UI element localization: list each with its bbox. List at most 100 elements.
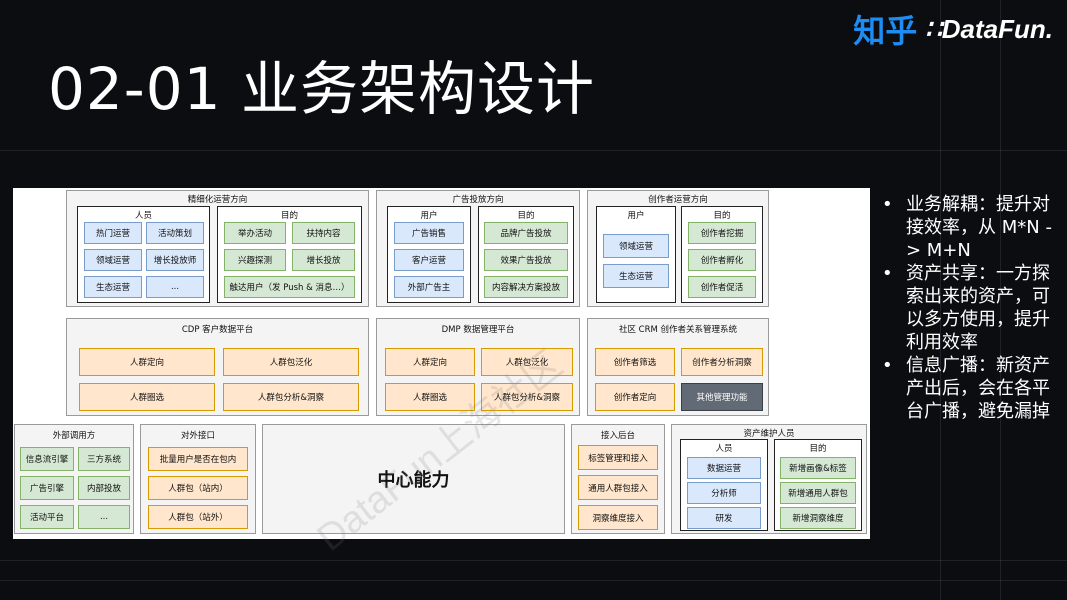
goal-item: 触达用户（发 Push & 消息…）	[224, 276, 355, 298]
capability-item: 其他管理功能	[681, 383, 763, 411]
users-group: 用户 领域运营 生态运营	[596, 206, 676, 303]
caller-item: 内部投放	[78, 476, 130, 500]
goal-item: 兴趣探测	[224, 249, 286, 271]
capability-item: 人群包分析&洞察	[481, 383, 573, 411]
capability-item: 人群定向	[385, 348, 475, 376]
people-group: 人员 数据运营 分析师 研发	[680, 439, 768, 531]
platform-title: CDP 客户数据平台	[181, 325, 254, 335]
caller-item: 信息流引擎	[20, 447, 74, 471]
goal-item: 创作者挖掘	[688, 222, 756, 244]
bullet-text: 业务解耦：提升对接效率，从 M*N -> M+N	[906, 194, 1052, 261]
platform-title: DMP 数据管理平台	[441, 325, 515, 335]
capability-item: 人群包分析&洞察	[223, 383, 359, 411]
caller-item: 广告引擎	[20, 476, 74, 500]
crm-platform: 社区 CRM 创作者关系管理系统 创作者筛选 创作者分析洞察 创作者定向 其他管…	[587, 318, 769, 416]
zhihu-logo: 知乎	[853, 12, 918, 50]
datafun-logo: ∷DataFun.	[925, 13, 1053, 44]
user-item: 领域运营	[603, 234, 669, 258]
people-item: 增长投放师	[146, 249, 204, 271]
capability-item: 人群定向	[79, 348, 215, 376]
bullet-text: 信息广播：新资产产出后，会在各平台广播，避免漏掉	[906, 355, 1050, 422]
section-title: 对外接口	[180, 431, 215, 441]
api-item: 人群包（站外）	[148, 505, 248, 529]
goal-item: 新增洞察维度	[780, 507, 856, 529]
section-title: 资产维护人员	[743, 429, 795, 439]
group-title: 人员	[715, 444, 733, 454]
goal-item: 内容解决方案投放	[484, 276, 568, 298]
capability-item: 创作者分析洞察	[681, 348, 763, 376]
slide-title: 02-01 业务架构设计	[48, 55, 595, 123]
goal-item: 增长投放	[292, 249, 355, 271]
section-title: 广告投放方向	[452, 195, 504, 205]
people-item: 热门运营	[84, 222, 142, 244]
capability-item: 创作者定向	[595, 383, 675, 411]
bullet-item: • 信息广播：新资产产出后，会在各平台广播，避免漏掉	[880, 354, 1060, 423]
external-api-section: 对外接口 批量用户是否在包内 人群包（站内） 人群包（站外）	[140, 424, 256, 534]
bullet-list: • 业务解耦：提升对接效率，从 M*N -> M+N •资产共享：一方探索出来的资…	[880, 193, 1060, 423]
capability-item: 人群包泛化	[223, 348, 359, 376]
people-group: 人员 热门运营 活动策划 领域运营 增长投放师 生态运营 ...	[77, 206, 210, 303]
goal-item: 扶持内容	[292, 222, 355, 244]
brand-logo: 知乎 ∷DataFun.	[853, 6, 1053, 52]
capability-item: 创作者筛选	[595, 348, 675, 376]
bullet-item: •资产共享：一方探索出来的资产，可以多方使用，提升利用效率	[880, 262, 1060, 354]
goal-item: 新增画像&标签	[780, 457, 856, 479]
bullet-item: • 业务解耦：提升对接效率，从 M*N -> M+N	[880, 193, 1060, 262]
background-line	[940, 0, 941, 600]
capability-item: 人群圈选	[385, 383, 475, 411]
user-item: 生态运营	[603, 264, 669, 288]
user-item: 外部广告主	[394, 276, 464, 298]
people-item: 领域运营	[84, 249, 142, 271]
access-item: 通用人群包接入	[578, 475, 658, 500]
access-item: 洞察维度接入	[578, 505, 658, 530]
goal-item: 品牌广告投放	[484, 222, 568, 244]
center-capability: 中心能力	[262, 424, 565, 534]
ads-section: 广告投放方向 用户 广告销售 客户运营 外部广告主 目的 品牌广告投放 效果广告…	[376, 190, 580, 307]
fine-ops-section: 精细化运营方向 人员 热门运营 活动策划 领域运营 增长投放师 生态运营 ...…	[66, 190, 369, 307]
goal-group: 目的 新增画像&标签 新增通用人群包 新增洞察维度	[774, 439, 862, 531]
section-title: 创作者运营方向	[648, 195, 708, 205]
access-backend-section: 接入后台 标签管理和接入 通用人群包接入 洞察维度接入	[571, 424, 665, 534]
people-item: 活动策划	[146, 222, 204, 244]
background-line	[0, 560, 1067, 561]
asset-maintainers-section: 资产维护人员 人员 数据运营 分析师 研发 目的 新增画像&标签 新增通用人群包…	[671, 424, 867, 534]
background-line	[0, 150, 1067, 151]
external-callers-section: 外部调用方 信息流引擎 三方系统 广告引擎 内部投放 活动平台 ...	[14, 424, 134, 534]
caller-item: 三方系统	[78, 447, 130, 471]
goal-group: 目的 创作者挖掘 创作者孵化 创作者促活	[681, 206, 763, 303]
api-item: 人群包（站内）	[148, 476, 248, 500]
bullet-dot-icon: •	[882, 355, 893, 376]
architecture-diagram: 精细化运营方向 人员 热门运营 活动策划 领域运营 增长投放师 生态运营 ...…	[13, 188, 870, 560]
access-item: 标签管理和接入	[578, 445, 658, 470]
bullet-dot-icon: •	[882, 263, 893, 284]
users-group: 用户 广告销售 客户运营 外部广告主	[387, 206, 471, 303]
user-item: 广告销售	[394, 222, 464, 244]
section-title: 精细化运营方向	[187, 195, 248, 205]
people-item: 分析师	[687, 482, 761, 504]
people-item: 数据运营	[687, 457, 761, 479]
center-label: 中心能力	[377, 470, 450, 491]
people-item: ...	[146, 276, 204, 298]
dmp-platform: DMP 数据管理平台 人群定向 人群包泛化 人群圈选 人群包分析&洞察	[376, 318, 580, 416]
bullet-dot-icon: •	[882, 194, 893, 215]
user-item: 客户运营	[394, 249, 464, 271]
api-item: 批量用户是否在包内	[148, 447, 248, 471]
creator-section: 创作者运营方向 用户 领域运营 生态运营 目的 创作者挖掘 创作者孵化 创作者促…	[587, 190, 769, 307]
cdp-platform: CDP 客户数据平台 人群定向 人群包泛化 人群圈选 人群包分析&洞察	[66, 318, 369, 416]
goal-group: 目的 举办活动 扶持内容 兴趣探测 增长投放 触达用户（发 Push & 消息……	[217, 206, 362, 303]
goal-item: 新增通用人群包	[780, 482, 856, 504]
group-title: 目的	[713, 211, 731, 221]
background-line	[1000, 0, 1001, 600]
group-title: 用户	[420, 211, 438, 221]
capability-item: 人群圈选	[79, 383, 215, 411]
background-line	[0, 580, 1067, 581]
goal-item: 效果广告投放	[484, 249, 568, 271]
people-item: 研发	[687, 507, 761, 529]
capability-item: 人群包泛化	[481, 348, 573, 376]
group-title: 目的	[809, 444, 827, 454]
section-title: 接入后台	[600, 431, 635, 441]
goal-item: 创作者促活	[688, 276, 756, 298]
caller-item: 活动平台	[20, 505, 74, 529]
goal-item: 举办活动	[224, 222, 286, 244]
group-title: 用户	[627, 211, 645, 221]
